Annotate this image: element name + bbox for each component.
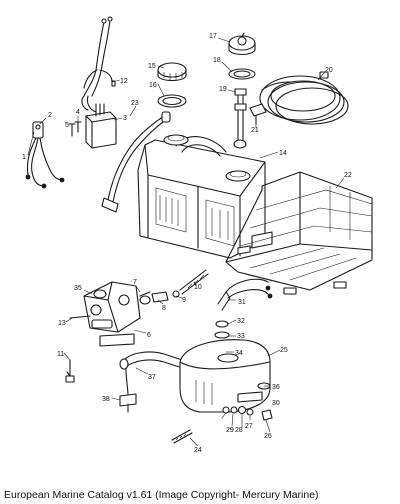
callout-10: 10 — [194, 284, 202, 291]
callout-28: 28 — [235, 427, 243, 434]
callout-13: 13 — [58, 320, 66, 327]
callout-8: 8 — [162, 305, 166, 312]
tank-cradle — [225, 171, 373, 295]
fuel-tank — [137, 134, 273, 259]
callout-27: 27 — [245, 423, 253, 430]
filler-cap — [157, 62, 187, 108]
callout-37: 37 — [148, 374, 156, 381]
callout-31: 31 — [238, 299, 246, 306]
callout-34: 34 — [235, 350, 243, 357]
callout-17: 17 — [209, 33, 217, 40]
fuel-fitting-assembly — [139, 269, 209, 305]
ignition-unit — [85, 103, 117, 149]
callout-11: 11 — [57, 351, 64, 358]
fuel-hose-coil — [259, 71, 349, 125]
callout-12: 12 — [120, 78, 128, 85]
callout-4: 4 — [76, 109, 80, 116]
pickup-tube — [233, 88, 247, 149]
switch-with-leads — [25, 121, 65, 189]
callout-22: 22 — [344, 172, 352, 179]
callout-33: 33 — [237, 333, 245, 340]
callout-30: 30 — [272, 400, 280, 407]
fuel-pump — [69, 281, 151, 347]
small-fittings — [222, 382, 273, 421]
callout-24: 24 — [194, 447, 202, 454]
callout-21: 21 — [251, 127, 259, 134]
lower-reservoir — [179, 339, 271, 413]
exploded-parts-diagram: 1 2 3 4 5 6 7 8 9 10 11 12 13 14 15 16 1… — [22, 16, 373, 454]
callout-16: 16 — [149, 82, 157, 89]
fuel-gauge — [228, 32, 256, 80]
callout-2: 2 — [48, 112, 52, 119]
callout-6: 6 — [147, 332, 151, 339]
callout-15: 15 — [148, 63, 156, 70]
leader-lines — [27, 37, 345, 447]
fuel-sender — [214, 278, 273, 339]
callout-5: 5 — [65, 122, 69, 129]
callout-20: 20 — [325, 67, 333, 74]
copyright-caption: European Marine Catalog v1.61 (Image Cop… — [4, 489, 319, 501]
callout-3: 3 — [123, 115, 127, 122]
callout-1: 1 — [22, 154, 26, 161]
wiring-harness — [81, 16, 116, 113]
callout-35: 35 — [74, 285, 82, 292]
callout-32: 32 — [237, 318, 245, 325]
callout-23: 23 — [131, 100, 139, 107]
callout-9: 9 — [182, 297, 186, 304]
callout-14: 14 — [279, 150, 287, 157]
bolt-24 — [171, 429, 193, 444]
callout-numbers: 1 2 3 4 5 6 7 8 9 10 11 12 13 14 15 16 1… — [22, 33, 352, 454]
callout-26: 26 — [264, 433, 272, 440]
hose-strap — [101, 111, 171, 213]
callout-36: 36 — [272, 384, 280, 391]
callout-25: 25 — [280, 347, 288, 354]
callout-18: 18 — [213, 57, 221, 64]
callout-29: 29 — [226, 427, 234, 434]
callout-19: 19 — [219, 86, 227, 93]
callout-38: 38 — [102, 396, 110, 403]
screws-4-5 — [68, 121, 82, 137]
callout-7: 7 — [133, 279, 137, 286]
drain-line — [65, 359, 75, 383]
hose-connector — [249, 103, 267, 125]
